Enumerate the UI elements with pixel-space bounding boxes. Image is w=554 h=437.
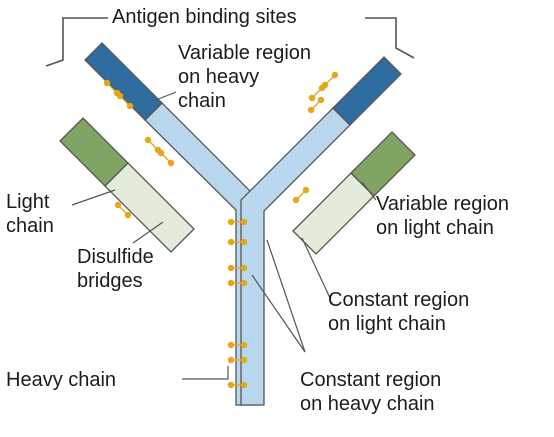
disulfide-bond-14-end-1 (321, 81, 329, 89)
disulfide-bond-5-end-2 (240, 341, 248, 349)
label-constant-region-heavy: Constant region on heavy chain (300, 368, 441, 416)
disulfide-bond-9-end-1 (116, 92, 124, 100)
leader-disulfide (132, 221, 164, 244)
disulfide-bond-4-end-1 (227, 279, 235, 287)
leader-variable-heavy (155, 91, 177, 101)
disulfide-bond-16-end-2 (317, 96, 325, 104)
leader-constant-light (301, 237, 331, 299)
label-variable-region-heavy: Variable region on heavy chain (178, 41, 311, 113)
heavy-chain-left-variable (84, 42, 163, 121)
label-light-chain-line-2: chain (6, 215, 54, 237)
leader-variable-light (361, 181, 377, 201)
label-constant-region-light: Constant region on light chain (328, 288, 469, 336)
light-chain-left-variable (59, 117, 129, 187)
disulfide-bond-15-end-2 (302, 186, 310, 194)
label-disulfide-bridges: Disulfide bridges (77, 245, 154, 293)
disulfide-bond-5-end-1 (227, 341, 235, 349)
disulfide-bond-2-end-2 (240, 238, 248, 246)
label-light-chain-line-1: Light (6, 191, 50, 213)
disulfide-bond-15-end-1 (292, 196, 300, 204)
disulfide-bond-6-end-1 (227, 356, 235, 364)
label-variable-region-light-line-2: on light chain (376, 217, 494, 239)
disulfide-bond-7-end-2 (240, 381, 248, 389)
label-disulfide-bridges-line-2: bridges (77, 270, 143, 292)
light-chain-left (59, 117, 195, 253)
label-antigen-binding-sites: Antigen binding sites (112, 6, 297, 28)
heavy-chain-right-variable (332, 56, 402, 126)
disulfide-bond-11-end-2 (167, 159, 175, 167)
disulfide-bond-3-end-2 (240, 264, 248, 272)
disulfide-bond-6-end-2 (240, 356, 248, 364)
label-variable-region-heavy-line-2: on heavy (178, 66, 260, 88)
leader-constant-heavy-a (251, 274, 306, 353)
label-constant-region-heavy-line-2: on heavy chain (300, 393, 435, 415)
label-variable-region-light: Variable region on light chain (376, 192, 509, 240)
disulfide-bonds (103, 71, 339, 389)
disulfide-bond-10-end-1 (144, 136, 152, 144)
disulfide-bond-2-end-1 (227, 238, 235, 246)
disulfide-bond-1-end-1 (227, 218, 235, 226)
disulfide-bond-14-end-2 (331, 71, 339, 79)
disulfide-bond-4-end-2 (240, 279, 248, 287)
label-disulfide-bridges-line-1: Disulfide (77, 246, 154, 268)
light-chain-right-constant (292, 172, 375, 255)
heavy-chain-right (240, 56, 402, 406)
disulfide-bond-12-end-1 (114, 201, 122, 209)
label-constant-region-light-line-2: on light chain (328, 313, 446, 335)
disulfide-bond-13-end-1 (308, 94, 316, 102)
disulfide-bond-16-end-1 (307, 106, 315, 114)
leader-heavy-chain (182, 366, 229, 380)
label-variable-region-heavy-line-1: Variable region (178, 42, 312, 64)
label-light-chain: Light chain (6, 190, 54, 238)
disulfide-bond-7-end-1 (227, 381, 235, 389)
label-constant-region-heavy-line-1: Constant region (300, 369, 442, 391)
label-variable-region-heavy-line-3: chain (178, 90, 226, 112)
label-constant-region-light-line-1: Constant region (328, 289, 470, 311)
antigen-bracket-left (45, 17, 108, 67)
disulfide-bond-11-end-1 (157, 149, 165, 157)
disulfide-bond-12-end-2 (124, 211, 132, 219)
disulfide-bond-3-end-1 (227, 264, 235, 272)
label-variable-region-light-line-1: Variable region (376, 193, 510, 215)
disulfide-bond-1-end-2 (240, 218, 248, 226)
label-heavy-chain: Heavy chain (6, 369, 117, 391)
leader-constant-heavy-b (266, 239, 306, 353)
antigen-bracket-right (365, 17, 415, 59)
heavy-chain-right-constant (240, 107, 351, 406)
leader-light-chain (71, 189, 116, 206)
leader-lines (71, 91, 377, 380)
disulfide-bond-9-end-2 (126, 102, 134, 110)
disulfide-bond-8-end-1 (103, 79, 111, 87)
